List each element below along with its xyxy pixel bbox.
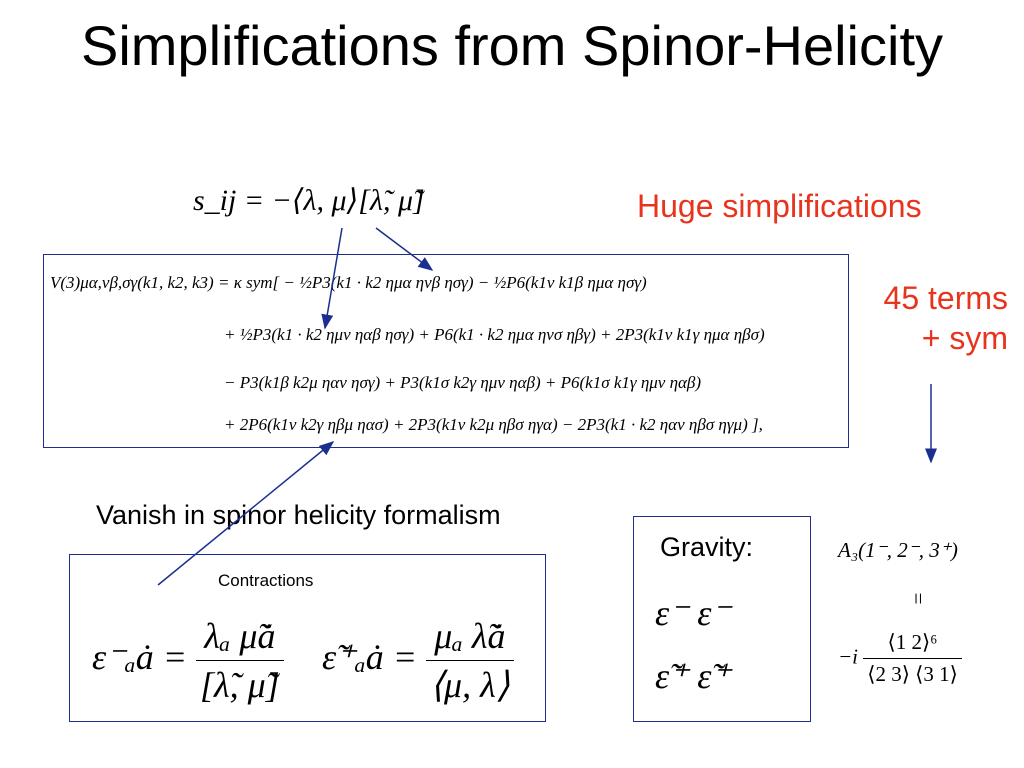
epsilon-plus-denominator: ⟨μ, λ⟩ [426,660,514,706]
epsilon-minus-numerator: λₐ μ̃ȧ [204,616,276,656]
contractions-label: Contractions [218,571,314,590]
epsilon-plus-fraction: μₐ λ̃ȧ ⟨μ, λ⟩ [426,615,514,706]
terms-count: 45 terms [883,280,1008,316]
gravity-polarization-row-2: ε̃⁺ ε̃⁺ [655,656,731,696]
terms-sym: + sym [921,320,1008,356]
contractions-box [69,554,546,722]
gravity-box [633,516,811,722]
arrow-contractions-to-formula [157,441,335,586]
epsilon-minus-fraction: λₐ μ̃ȧ [λ̃, μ̃] [196,615,284,706]
sij-formula: s_ij = −⟨λ, μ⟩[λ̃, μ̃] [193,184,425,217]
vertex-line-2: + ½P3(k1 · k2 ημν ηαβ ησγ) + P6(k1 · k2 … [224,325,765,344]
huge-simplifications-label: Huge simplifications [637,188,922,224]
vertex-line-4: + 2P6(k1ν k2γ ηβμ ηασ) + 2P3(k1ν k2μ ηβσ… [224,415,763,434]
vertex-line-3: − P3(k1β k2μ ηαν ησγ) + P3(k1σ k2γ ημν η… [224,373,702,392]
gravity-amplitude: A₃(1⁻, 2⁻, 3⁺) [838,538,958,562]
vertex-formula-box: V(3)μα,νβ,σγ(k1, k2, k3) = κ sym[ − ½P3(… [43,254,849,448]
arrow-lambda-tilde-to-k2 [375,227,434,271]
epsilon-plus-formula: ε̃⁺ₐȧ = μₐ λ̃ȧ ⟨μ, λ⟩ [322,615,514,706]
vanish-label: Vanish in spinor helicity formalism [96,500,501,530]
epsilon-minus-lhs: ε⁻ₐȧ = [92,636,188,677]
gravity-numerator: ⟨1 2⟩⁶ [887,630,938,654]
terms-label: 45 terms + sym [840,278,1008,358]
epsilon-minus-denominator: [λ̃, μ̃] [196,660,284,706]
arrow-lambda-to-k1 [321,227,343,330]
gravity-denominator: ⟨2 3⟩ ⟨3 1⟩ [863,658,962,687]
gravity-prefactor: −i [838,644,859,669]
gravity-label: Gravity: [660,532,754,562]
vertex-line-1: V(3)μα,νβ,σγ(k1, k2, k3) = κ sym[ − ½P3(… [50,273,647,292]
gravity-amplitude-expression: −i ⟨1 2⟩⁶ ⟨2 3⟩ ⟨3 1⟩ [838,630,962,687]
epsilon-plus-lhs: ε̃⁺ₐȧ = [322,636,418,677]
gravity-polarization-row-1: ε⁻ ε⁻ [655,593,731,633]
epsilon-minus-formula: ε⁻ₐȧ = λₐ μ̃ȧ [λ̃, μ̃] [92,615,284,706]
gravity-fraction: ⟨1 2⟩⁶ ⟨2 3⟩ ⟨3 1⟩ [863,630,962,687]
epsilon-plus-numerator: μₐ λ̃ȧ [434,616,506,656]
slide-title: Simplifications from Spinor-Helicity [80,14,943,77]
